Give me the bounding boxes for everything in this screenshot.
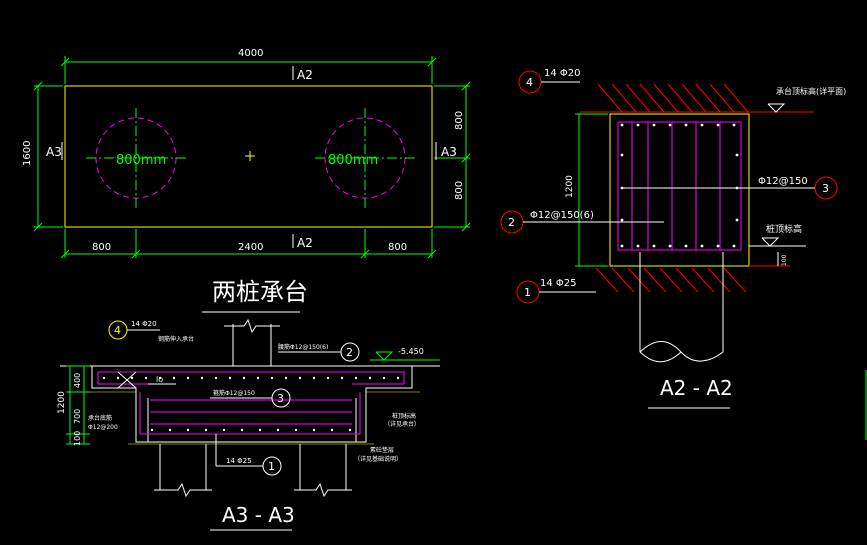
a3-rebar <box>97 371 405 435</box>
a2-hatch-top <box>580 83 814 113</box>
main-title: 两桩承台 <box>212 278 308 306</box>
a3-note-left1: 承台底筋 <box>88 414 112 422</box>
section-a3-left: A3 <box>46 145 62 159</box>
svg-text:1: 1 <box>268 460 275 473</box>
a3-tag4-text: 14 Φ20 <box>131 320 157 328</box>
a2-rebar <box>617 121 742 251</box>
dim-bottom-right: 800 <box>388 242 407 253</box>
a3-cap-outline <box>91 365 413 443</box>
svg-text:4: 4 <box>114 324 121 337</box>
section-a2-bottom: A2 <box>297 236 313 250</box>
pile-right-label: 800mm <box>328 153 378 168</box>
a2-tag3-text: Φ12@150 <box>758 176 808 187</box>
pile-cap-outline <box>64 85 433 228</box>
dim-bottom-mid: 2400 <box>238 242 263 253</box>
a3-elev-top: -5.450 <box>398 347 424 356</box>
pile-right: 800mm <box>315 108 415 208</box>
dim-total-width: 4000 <box>238 48 263 59</box>
svg-text:2: 2 <box>346 346 353 359</box>
a3-note-right1: 桩顶标高 <box>392 412 416 420</box>
a2-tag1-text: 14 Φ25 <box>540 278 577 289</box>
a3-note-left2: Φ12@200 <box>88 424 118 431</box>
a2-tag4-text: 14 Φ20 <box>544 68 581 79</box>
a3-note-right3: 素砼垫层 <box>370 446 394 454</box>
a2-title: A2 - A2 <box>660 376 733 400</box>
dim-height: 1600 <box>22 141 33 166</box>
a2-dim-1200: 1200 <box>565 175 575 198</box>
section-a2-top: A2 <box>297 68 313 82</box>
dim-right <box>434 81 471 232</box>
svg-text:3: 3 <box>822 182 829 195</box>
a2-pile-top-label: 桩顶标高 <box>766 223 802 235</box>
svg-text:2: 2 <box>508 216 515 229</box>
dim-left <box>33 81 63 232</box>
pile-left: 800mm <box>86 108 186 208</box>
pile-left-label: 800mm <box>116 153 166 168</box>
dim-right-bottom: 800 <box>454 181 465 200</box>
dim-bottom-left: 800 <box>92 242 111 253</box>
section-a3-right: A3 <box>441 145 457 159</box>
svg-text:4: 4 <box>526 76 533 89</box>
a3-tag3-text: 箍筋Φ12@150 <box>213 389 255 397</box>
a2-pile <box>639 252 724 363</box>
a2-tag2-text: Φ12@150(6) <box>530 210 594 221</box>
a3-dim-700: 700 <box>73 409 82 424</box>
a3-dim-400: 400 <box>73 373 82 388</box>
a3-note-right2: （详见承台） <box>384 420 420 428</box>
a2-cap-outline <box>609 113 750 267</box>
dim-bottom <box>60 229 437 259</box>
dim-top <box>60 56 437 84</box>
a3-title: A3 - A3 <box>222 503 295 527</box>
section-a3-a3: 1200 400 700 100 lo -5.450 4 14 Φ20 钢筋伸入… <box>57 318 440 531</box>
a2-hatch-bottom <box>580 265 790 293</box>
a3-lo-label: lo <box>156 375 163 384</box>
a3-tag2-text: 腰筋Φ12@150(6) <box>278 343 328 351</box>
a2-dim-100: 100 <box>781 254 788 266</box>
a3-dim-1200: 1200 <box>57 391 67 414</box>
plan-view: 800mm 800mm 4000 1600 <box>22 48 471 259</box>
a3-dim-100: 100 <box>73 431 82 446</box>
dim-right-top: 800 <box>454 111 465 130</box>
svg-text:1: 1 <box>524 286 531 299</box>
a3-tag1-text: 14 Φ25 <box>226 457 252 465</box>
a3-note-right4: （详见基础说明） <box>354 455 402 463</box>
a3-note-top: 钢筋伸入承台 <box>158 335 194 343</box>
section-a2-a2: 1200 承台顶标高(详平面) 桩顶标高 100 4 14 Φ20 2 Φ12@… <box>500 68 846 409</box>
a3-piles <box>154 444 352 498</box>
svg-text:3: 3 <box>277 392 284 405</box>
a2-top-elev: 承台顶标高(详平面) <box>776 86 846 96</box>
